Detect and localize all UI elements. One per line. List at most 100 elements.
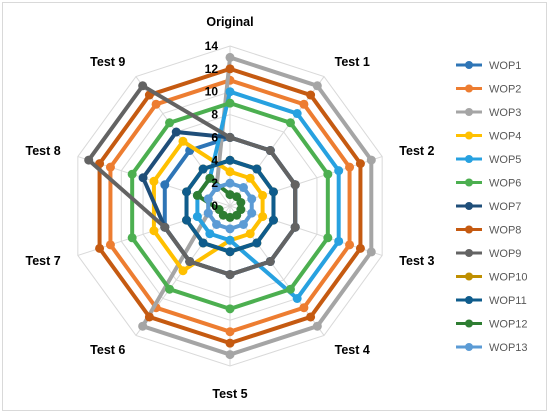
radial-tick-label: 0: [211, 199, 218, 213]
data-point: [355, 159, 365, 169]
data-point: [299, 303, 309, 313]
legend-marker: [465, 249, 473, 257]
series-wop11: [182, 155, 278, 257]
legend-item: WOP12: [456, 319, 528, 331]
category-label: Test 4: [335, 343, 370, 357]
data-point: [149, 226, 159, 236]
radial-tick-label: 10: [205, 85, 219, 99]
data-point: [203, 208, 213, 218]
data-point: [149, 176, 159, 186]
series-wop6: [127, 98, 333, 314]
data-point: [225, 224, 235, 234]
data-point: [205, 229, 215, 239]
legend-marker: [465, 202, 473, 210]
data-point: [105, 240, 115, 250]
data-point: [334, 166, 344, 176]
data-point: [290, 180, 300, 190]
data-point: [323, 169, 333, 179]
data-point: [138, 321, 148, 331]
data-point: [127, 233, 137, 243]
legend-label: WOP13: [489, 342, 528, 354]
legend-item: WOP5: [456, 154, 521, 166]
data-point: [95, 243, 105, 253]
legend-marker: [465, 272, 473, 281]
data-point: [268, 215, 278, 225]
legend-marker: [465, 178, 473, 187]
legend-label: WOP11: [489, 295, 527, 307]
data-point: [258, 212, 268, 222]
data-point: [198, 238, 208, 248]
legend-item: WOP3: [456, 107, 521, 119]
legend-marker: [465, 155, 473, 163]
data-point: [171, 127, 181, 137]
legend-label: WOP6: [489, 178, 521, 190]
data-point: [182, 215, 192, 225]
legend-label: WOP4: [489, 131, 521, 143]
data-point: [247, 194, 257, 204]
series-wop12: [192, 173, 246, 222]
data-point: [252, 238, 262, 248]
data-point: [127, 169, 137, 179]
legend-marker: [465, 319, 473, 328]
legend-label: WOP2: [489, 84, 521, 96]
category-label: Test 5: [212, 387, 247, 401]
legend-label: WOP8: [489, 225, 521, 237]
category-label: Test 6: [90, 343, 125, 357]
radial-tick-label: 8: [211, 108, 218, 122]
category-label: Test 3: [399, 254, 434, 268]
data-point: [238, 219, 248, 229]
legend-item: WOP6: [456, 178, 521, 190]
category-label: Test 9: [90, 55, 125, 69]
legend-item: WOP7: [456, 201, 521, 213]
data-point: [225, 167, 235, 177]
category-label: Test 2: [399, 144, 434, 158]
data-point: [225, 338, 235, 348]
category-label: Original: [206, 15, 253, 29]
legend-marker: [465, 84, 473, 93]
legend-item: WOP10: [456, 272, 528, 284]
data-point: [225, 304, 235, 314]
legend-label: WOP9: [489, 248, 521, 260]
legend-label: WOP7: [489, 201, 521, 213]
data-point: [292, 293, 302, 303]
data-point: [225, 132, 235, 142]
data-point: [84, 155, 94, 165]
legend-item: WOP2: [456, 84, 521, 96]
data-point: [165, 118, 175, 128]
data-point: [345, 240, 355, 250]
radial-tick-label: 12: [205, 62, 219, 76]
legend-label: WOP12: [489, 319, 528, 331]
data-point: [247, 208, 257, 218]
data-point: [214, 205, 224, 215]
legend-label: WOP5: [489, 154, 521, 166]
data-point: [290, 222, 300, 232]
data-point: [192, 212, 202, 222]
data-point: [366, 155, 376, 165]
series-wop13: [203, 178, 257, 234]
legend: WOP1WOP2WOP3WOP4WOP5WOP6WOP7WOP8WOP9WOP1…: [456, 60, 528, 354]
legend-label: WOP1: [489, 60, 521, 72]
data-point: [205, 173, 215, 183]
data-point: [225, 178, 235, 188]
legend-marker: [465, 225, 473, 234]
legend-item: WOP11: [456, 295, 527, 307]
data-point: [225, 247, 235, 257]
legend-marker: [465, 108, 473, 116]
data-point: [225, 52, 235, 62]
legend-label: WOP10: [489, 272, 528, 284]
data-point: [225, 87, 235, 97]
data-point: [225, 64, 235, 74]
data-point: [285, 118, 295, 128]
data-point: [355, 243, 365, 253]
data-point: [144, 312, 154, 322]
legend-item: WOP13: [456, 342, 528, 354]
data-point: [345, 162, 355, 172]
legend-marker: [465, 343, 473, 351]
data-point: [182, 187, 192, 197]
data-point: [203, 194, 213, 204]
data-point: [225, 235, 235, 245]
legend-item: WOP1: [456, 60, 521, 72]
legend-item: WOP8: [456, 225, 521, 237]
data-point: [225, 350, 235, 360]
